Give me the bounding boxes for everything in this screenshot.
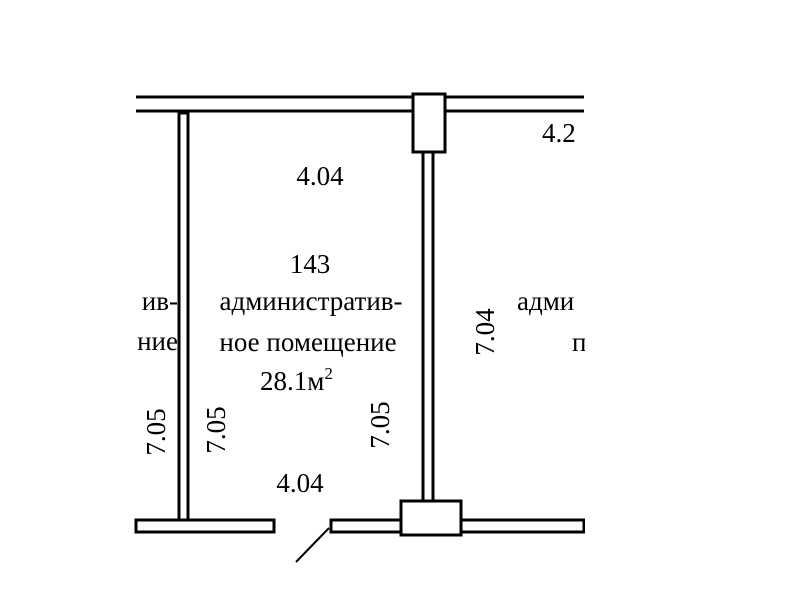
right-room-label-line2: п: [572, 327, 586, 357]
bottom-column: [399, 499, 463, 537]
bottom-width-dimension: 4.04: [276, 468, 324, 498]
left-outer-height-dimension: 7.05: [141, 408, 171, 455]
left-inner-height-dimension: 7.05: [201, 406, 231, 453]
right-room-top-dimension: 4.2: [542, 118, 576, 148]
door-swing-line: [295, 527, 330, 563]
right-room-label-line1: адми: [517, 286, 574, 316]
right-outer-height-dimension: 7.04: [470, 308, 500, 356]
left-room-label-line2: ние: [137, 326, 178, 356]
top-width-dimension: 4.04: [296, 161, 344, 191]
room-area-unit-superscript: 2: [324, 364, 333, 383]
room-area-value: 28.1м: [260, 366, 324, 396]
left-partition-wall: [177, 111, 190, 522]
room-number: 143: [290, 249, 331, 279]
right-partition-wall: [421, 148, 435, 504]
room-area: 28.1м2: [260, 364, 333, 396]
room-name-line1: административ-: [219, 286, 402, 316]
bottom-wall-left-segment: [134, 518, 276, 534]
crop-mask: [585, 0, 796, 600]
room-name-line2: ное помещение: [219, 327, 396, 357]
right-inner-height-dimension: 7.05: [365, 401, 395, 448]
left-room-label-line1: ив-: [142, 286, 178, 316]
top-column: [411, 92, 447, 154]
